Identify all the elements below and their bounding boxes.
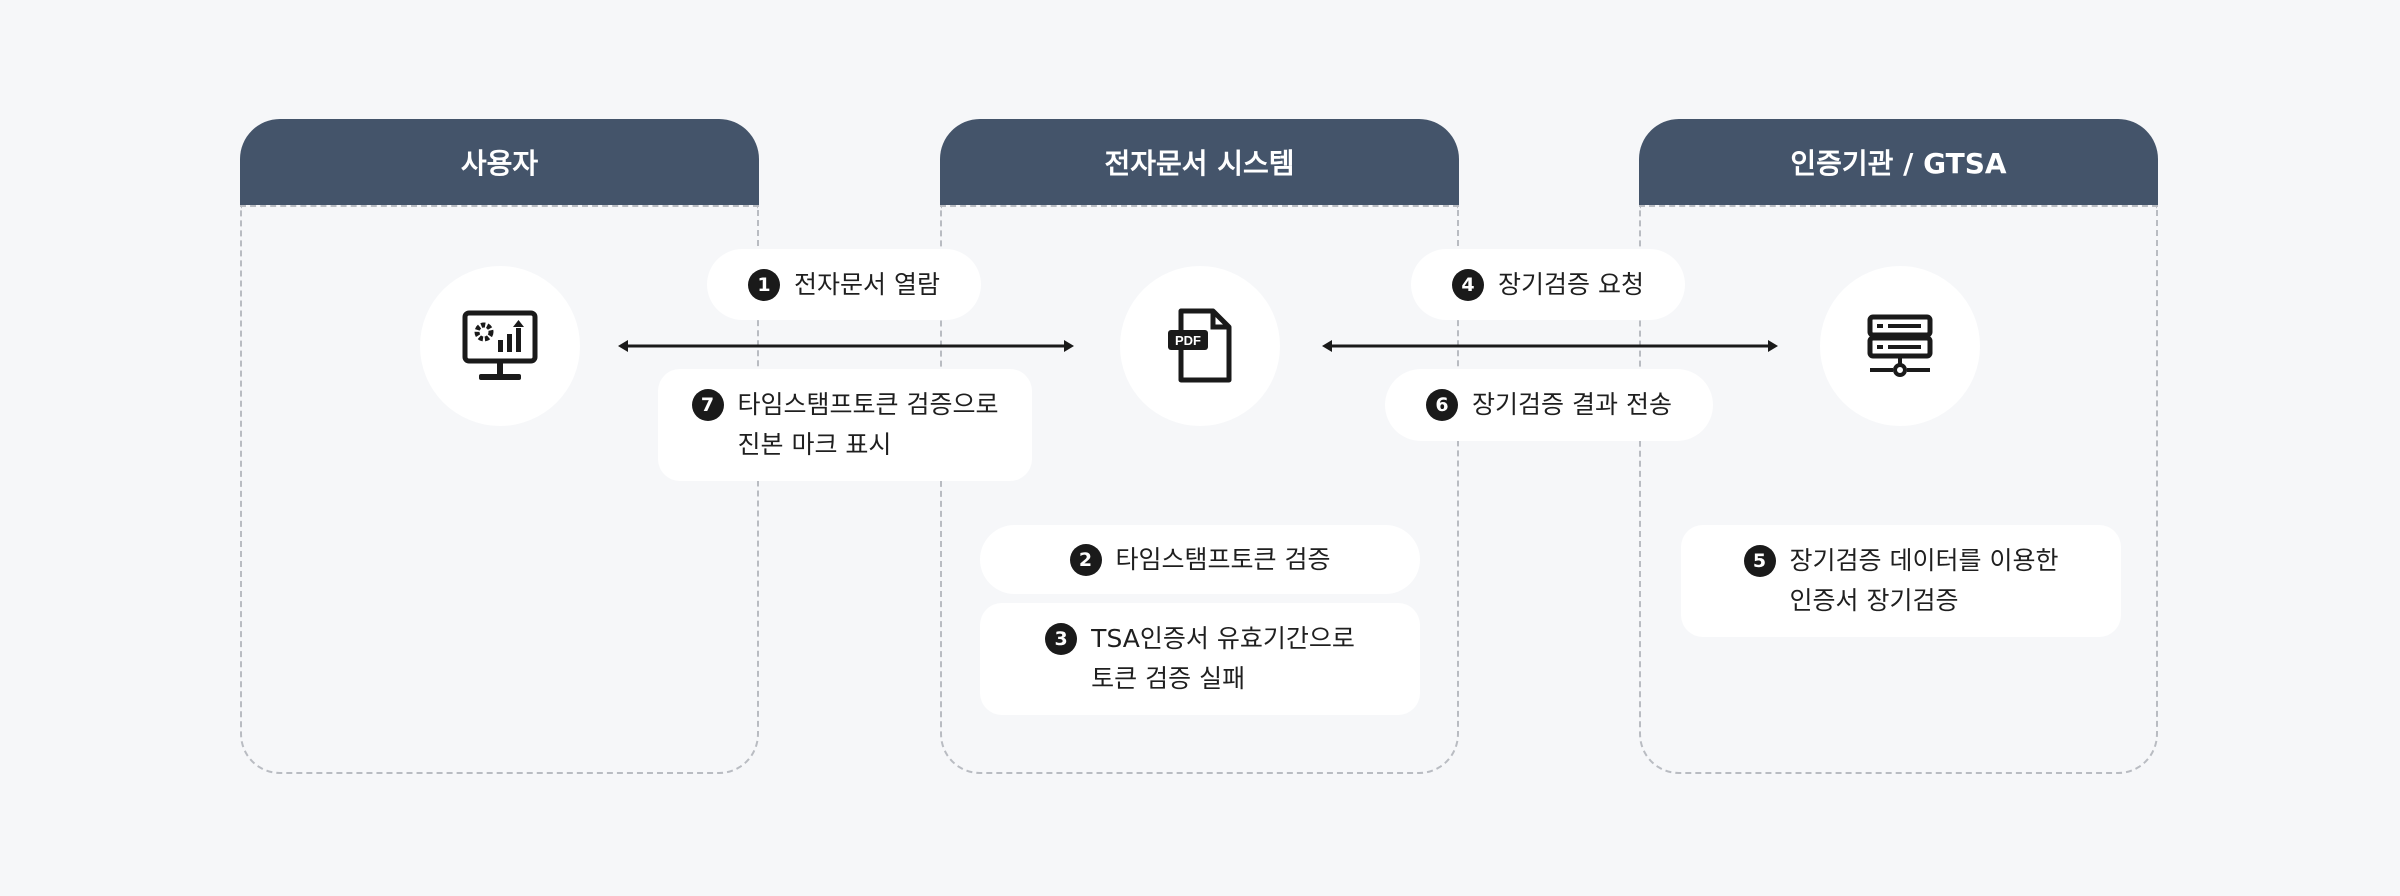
step-number: 5: [1743, 545, 1776, 577]
step-number: 4: [1452, 268, 1485, 301]
step-6: 6 장기검증 결과 전송: [1385, 369, 1713, 441]
step-1: 1 전자문서 열람: [707, 249, 981, 320]
double-arrow-user-system: [618, 340, 1074, 352]
step-text-line2: 토큰 검증 실패: [1091, 664, 1246, 693]
svg-text:PDF: PDF: [1175, 333, 1201, 348]
lane-body: [940, 205, 1459, 774]
document-system-node: PDF: [1120, 266, 1280, 426]
server-icon: [1867, 314, 1933, 377]
step-text-line2: 인증서 장기검증: [1789, 586, 1959, 615]
lane-certificate-authority: 인증기관 / GTSA: [1639, 119, 2158, 774]
step-number: 2: [1069, 543, 1102, 576]
step-number: 6: [1426, 389, 1459, 421]
step-number: 1: [748, 268, 781, 301]
step-text: 장기검증 결과 전송: [1472, 390, 1672, 419]
step-text: 전자문서 열람: [794, 269, 940, 299]
step-number: 3: [1045, 623, 1078, 655]
authority-node: [1820, 266, 1980, 426]
lane-title: 인증기관 / GTSA: [1639, 119, 2158, 205]
double-arrow-system-authority: [1322, 340, 1778, 352]
pdf-file-icon: PDF: [1168, 308, 1232, 383]
monitor-chart-icon: [462, 310, 538, 380]
step-text-line1: 장기검증 데이터를 이용한: [1789, 546, 2059, 575]
step-text-line2: 진본 마크 표시: [737, 430, 892, 459]
step-text-line1: TSA인증서 유효기간으로: [1091, 624, 1355, 653]
lane-document-system: 전자문서 시스템: [940, 119, 1459, 774]
lane-body: [1639, 205, 2158, 774]
user-node: [420, 266, 580, 426]
step-4: 4 장기검증 요청: [1411, 249, 1685, 320]
step-text: 타임스탬프토큰 검증: [1115, 544, 1331, 574]
lane-title: 전자문서 시스템: [940, 119, 1459, 205]
step-number: 7: [691, 389, 724, 421]
lane-title: 사용자: [240, 119, 759, 205]
lane-user: 사용자: [240, 119, 759, 774]
step-text-line1: 타임스탬프토큰 검증으로: [737, 390, 999, 419]
lane-body: [240, 205, 759, 774]
step-2: 2 타임스탬프토큰 검증: [980, 525, 1420, 594]
step-text: 장기검증 요청: [1498, 269, 1644, 299]
